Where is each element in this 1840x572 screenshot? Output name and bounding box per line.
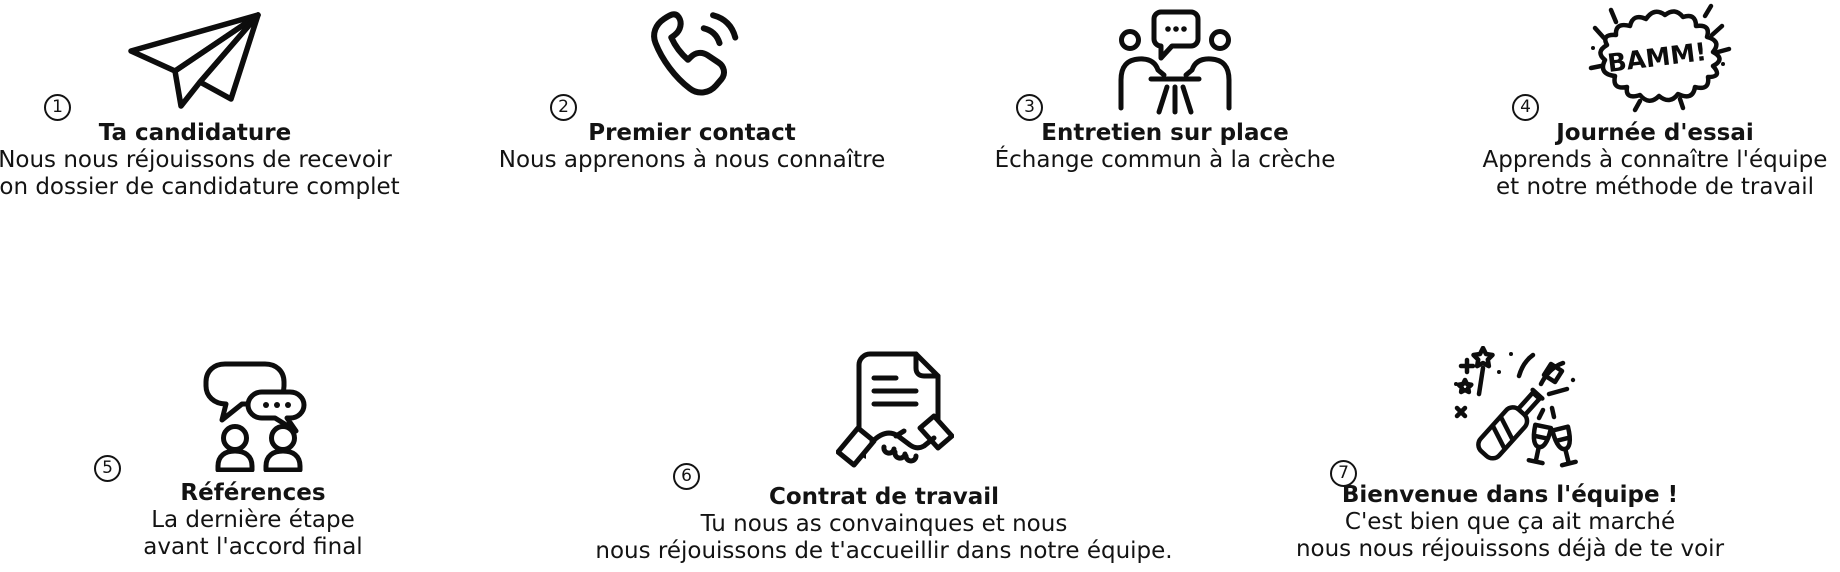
- interview-table-icon: [1117, 8, 1233, 116]
- step-description: Nous nous réjouissons de recevoir ton do…: [0, 147, 400, 200]
- step-number: 3: [1024, 97, 1035, 117]
- step-description: Échange commun à la crèche: [994, 147, 1336, 173]
- step-number: 7: [1338, 463, 1349, 483]
- phone-call-icon: [637, 6, 739, 108]
- bamm-explosion-icon: BAMM!: [1583, 2, 1733, 114]
- step-title: Contrat de travail: [768, 484, 1000, 510]
- step-number-badge: 2: [550, 94, 577, 121]
- step-5-text: Références La dernière étape avant l'acc…: [53, 479, 453, 561]
- step-number-badge: 6: [673, 463, 700, 490]
- step-number: 6: [681, 466, 692, 486]
- step-7-text: Bienvenue dans l'équipe ! C'est bien que…: [1230, 481, 1790, 563]
- step-number-badge: 5: [94, 455, 121, 482]
- step-title: Ta candidature: [98, 120, 292, 146]
- step-number: 5: [102, 458, 113, 478]
- step-6-text: Contrat de travail Tu nous as convainque…: [584, 483, 1184, 565]
- step-title: Journée d'essai: [1556, 120, 1754, 146]
- bamm-text: BAMM!: [1606, 37, 1708, 78]
- step-number: 2: [558, 97, 569, 117]
- step-3-text: Entretien sur place Échange commun à la …: [955, 119, 1375, 174]
- step-number-badge: 7: [1330, 460, 1357, 487]
- step-description: La dernière étape avant l'accord final: [143, 507, 363, 560]
- step-1-text: Ta candidature Nous nous réjouissons de …: [0, 119, 405, 201]
- step-4-text: Journée d'essai Apprends à connaître l'é…: [1445, 119, 1840, 201]
- step-number-badge: 3: [1016, 94, 1043, 121]
- champagne-party-icon: [1453, 346, 1583, 468]
- step-title: Premier contact: [588, 120, 796, 146]
- paper-plane-icon: [125, 10, 265, 110]
- step-description: Tu nous as convainques et nous nous réjo…: [595, 511, 1173, 564]
- contract-handshake-icon: [836, 348, 954, 472]
- chat-people-icon: [192, 358, 308, 472]
- step-number: 1: [52, 97, 63, 117]
- step-description: Nous apprenons à nous connaître: [498, 147, 886, 173]
- step-number: 4: [1520, 97, 1531, 117]
- step-number-badge: 4: [1512, 94, 1539, 121]
- step-title: Entretien sur place: [1041, 120, 1289, 146]
- step-title: Références: [180, 480, 326, 506]
- step-description: Apprends à connaître l'équipe et notre m…: [1482, 147, 1828, 200]
- step-2-text: Premier contact Nous apprenons à nous co…: [482, 119, 902, 174]
- step-title: Bienvenue dans l'équipe !: [1341, 482, 1679, 508]
- step-description: C'est bien que ça ait marché nous nous r…: [1295, 509, 1725, 562]
- step-number-badge: 1: [44, 94, 71, 121]
